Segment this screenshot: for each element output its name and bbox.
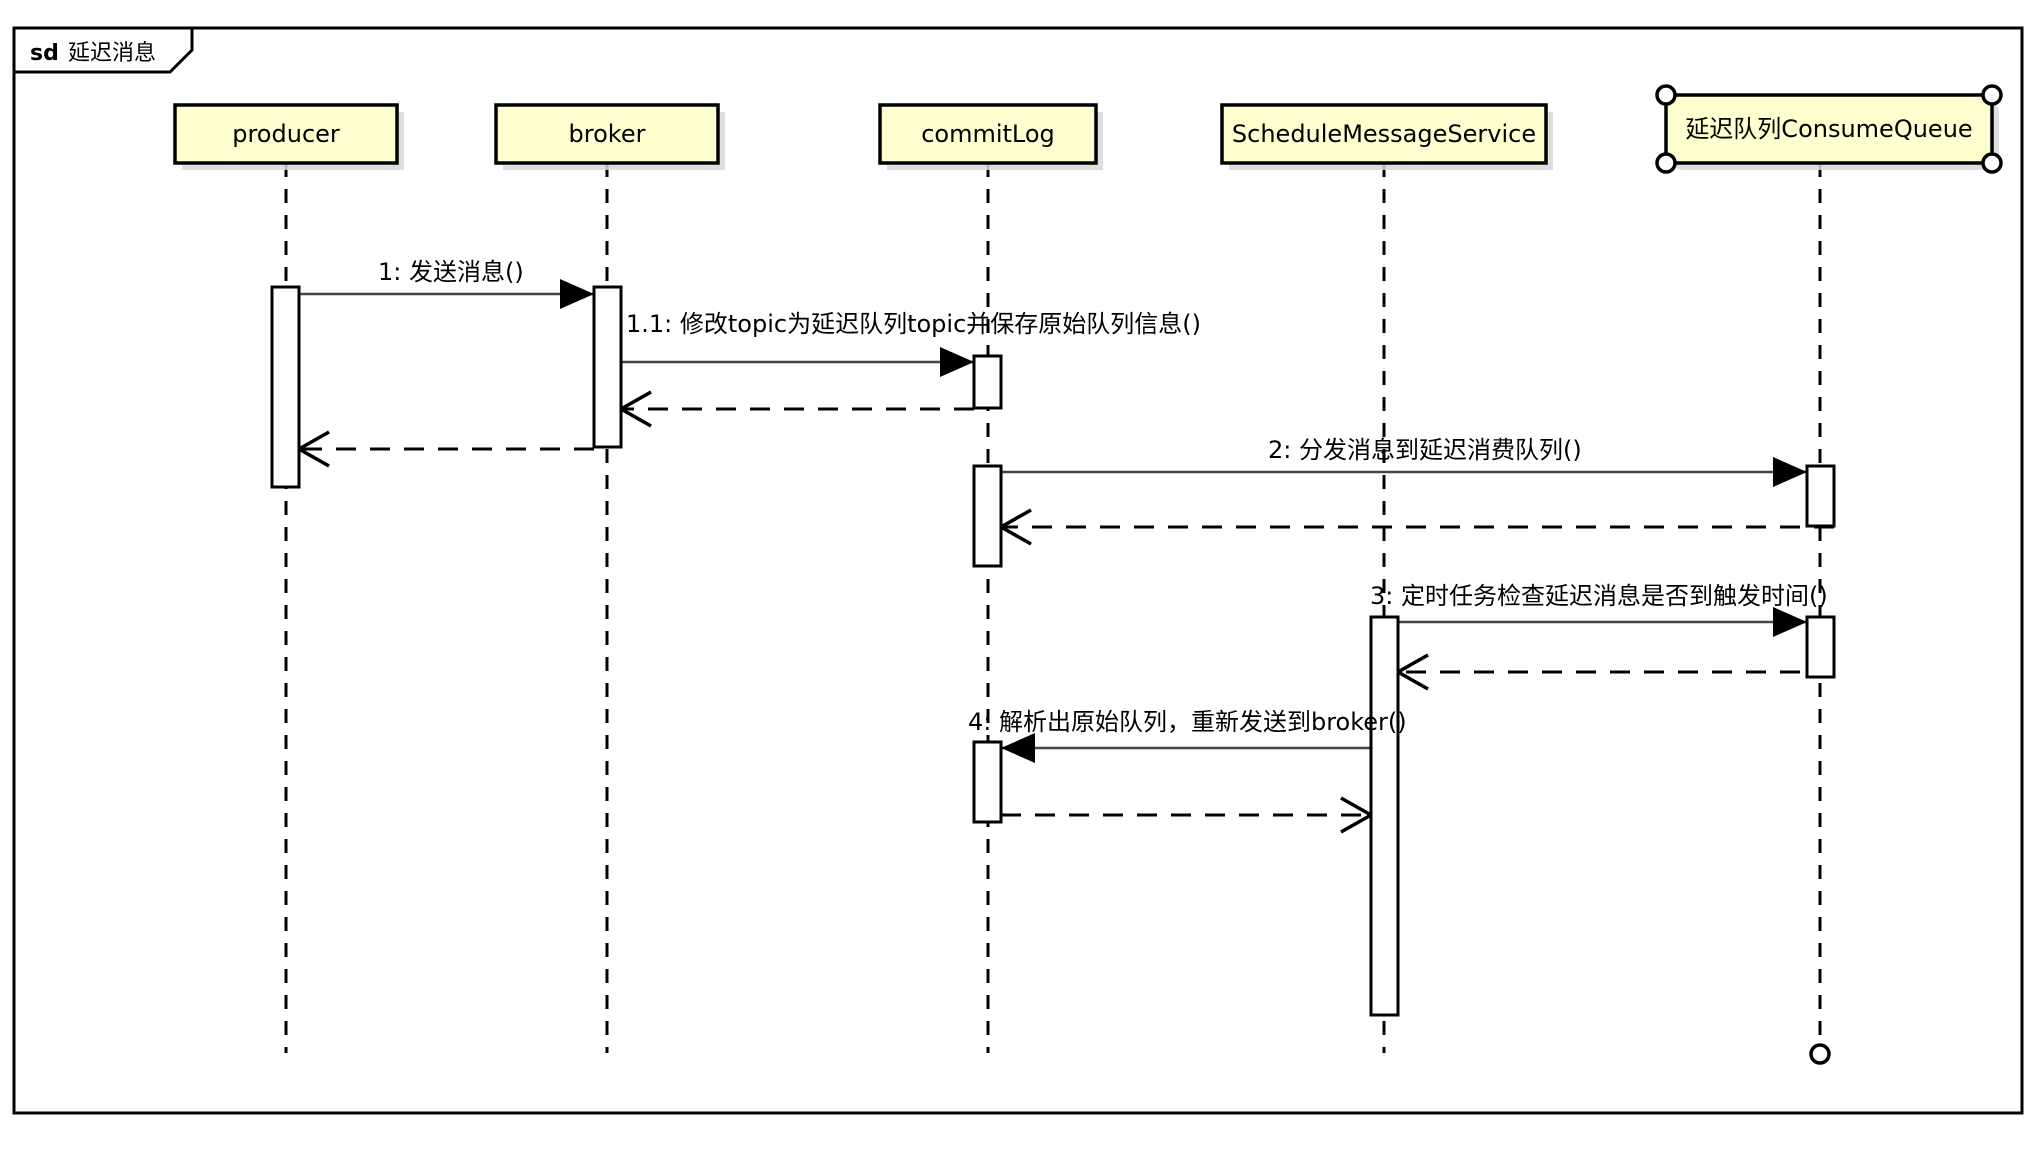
arrowhead-filled-m1-1: [940, 347, 974, 377]
arrowhead-filled-m2: [1773, 457, 1807, 487]
activation-bar[interactable]: [270, 285, 301, 489]
activation-bar[interactable]: [972, 740, 1003, 824]
participant-label-broker: broker: [569, 120, 646, 148]
frame-tab: [12, 26, 194, 74]
activation-bar[interactable]: [972, 354, 1003, 410]
selection-handle-0[interactable]: [1655, 84, 1677, 106]
participant-box-ScheduleMessageService[interactable]: [1220, 103, 1548, 165]
interaction-frame: sd 延迟消息: [12, 26, 2024, 1115]
participants-layer: producer broker commitLog ScheduleMessageSe…: [173, 93, 1999, 170]
activations-layer: [270, 285, 1836, 1017]
message-label-m4: 4: 解析出原始队列，重新发送到broker(): [968, 708, 1407, 736]
message-label-m1-1: 1.1: 修改topic为延迟队列topic并保存原始队列信息(): [626, 310, 1201, 338]
participant-label-commitLog: commitLog: [921, 120, 1055, 148]
selection-handle-1[interactable]: [1981, 84, 2003, 106]
participant-label-ConsumeQueue: 延迟队列ConsumeQueue: [1685, 115, 1972, 143]
frame-title: 延迟消息: [68, 41, 156, 66]
lifeline-end-handle-ConsumeQueue[interactable]: [1809, 1043, 1831, 1065]
activation-bar[interactable]: [972, 464, 1003, 568]
activation-bar[interactable]: [1805, 464, 1836, 528]
participant-box-commitLog[interactable]: [878, 103, 1098, 165]
activation-bar[interactable]: [1805, 615, 1836, 679]
participant-label-producer: producer: [232, 120, 340, 148]
arrowhead-filled-m3: [1773, 607, 1807, 637]
participant-label-ScheduleMessageService: ScheduleMessageService: [1232, 120, 1536, 148]
frame-border: [12, 26, 2024, 1115]
participant-box-producer[interactable]: [173, 103, 399, 165]
messages-layer: [295, 279, 1834, 834]
activation-bar[interactable]: [1369, 615, 1400, 1017]
frame-keyword: sd: [30, 41, 59, 66]
message-label-m1: 1: 发送消息(): [378, 258, 524, 286]
arrowhead-filled-m1: [560, 279, 594, 309]
activation-bar[interactable]: [592, 285, 623, 449]
participant-box-broker[interactable]: [494, 103, 720, 165]
selection-handle-3[interactable]: [1981, 152, 2003, 174]
message-label-m2: 2: 分发消息到延迟消费队列(): [1268, 436, 1582, 464]
participant-box-ConsumeQueue[interactable]: [1664, 93, 1994, 165]
selection-handles-layer: [1655, 84, 2003, 1065]
message-label-m3: 3: 定时任务检查延迟消息是否到触发时间(): [1370, 582, 1828, 610]
selection-handle-2[interactable]: [1655, 152, 1677, 174]
arrowhead-filled-m4: [1001, 733, 1035, 763]
message-labels-layer: 1: 发送消息() 1.1: 修改topic为延迟队列topic并保存原始队列信息…: [378, 258, 1828, 736]
